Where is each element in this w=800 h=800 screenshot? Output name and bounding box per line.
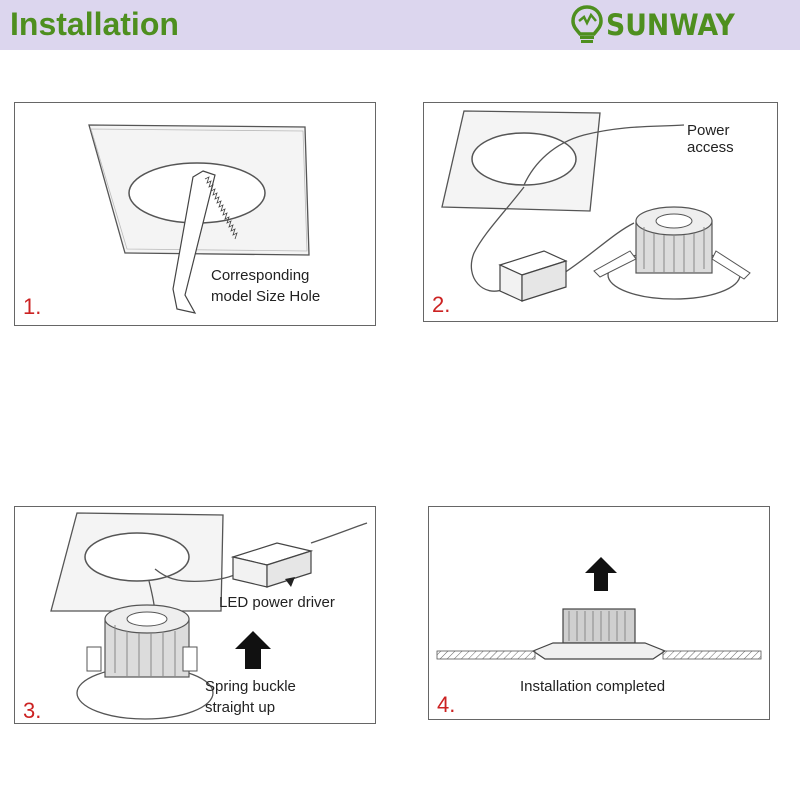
downlight-icon	[593, 206, 751, 300]
step-3-label-line-2: straight up	[205, 699, 276, 716]
driver-box-icon	[498, 250, 568, 302]
brand-logo: SUNWAY	[570, 2, 746, 48]
step-number: 4.	[437, 692, 456, 717]
driver-box-icon	[230, 542, 314, 588]
downlight-icon	[76, 604, 214, 720]
step-4-panel: 4. Installation completed	[428, 506, 770, 720]
step-number: 2.	[432, 292, 451, 317]
arrow-up-icon	[235, 631, 271, 669]
header-bar: Installation SUNWAY	[0, 0, 800, 50]
step-2-label-line-2: access	[687, 139, 734, 156]
step-number: 1.	[23, 294, 42, 319]
saw-icon	[172, 170, 238, 314]
step-4-label: Installation completed	[520, 678, 666, 695]
step-3-label-line-1: Spring buckle	[205, 678, 296, 695]
step-2-panel: 2. Power access	[423, 102, 778, 322]
brand-name: SUNWAY	[606, 8, 735, 42]
step-1-label-line-1: Corresponding	[211, 267, 310, 284]
step-3-illustration	[50, 512, 368, 720]
step-2-label-line-1: Power	[687, 122, 730, 139]
step-2-illustration	[441, 110, 751, 302]
page-title: Installation	[10, 6, 179, 42]
lightbulb-icon	[571, 5, 603, 43]
step-1-illustration	[88, 124, 310, 314]
step-number: 3.	[23, 698, 42, 723]
step-3-panel: 3. LED power driver Spring buckle straig…	[14, 506, 376, 724]
step-1-panel: 1. Corresponding model Size Hole	[14, 102, 376, 326]
step-1-label-line-2: model Size Hole	[211, 288, 321, 305]
step-3-label-driver: LED power driver	[219, 594, 335, 611]
arrow-up-icon	[585, 557, 617, 591]
step-4-illustration	[436, 557, 762, 660]
